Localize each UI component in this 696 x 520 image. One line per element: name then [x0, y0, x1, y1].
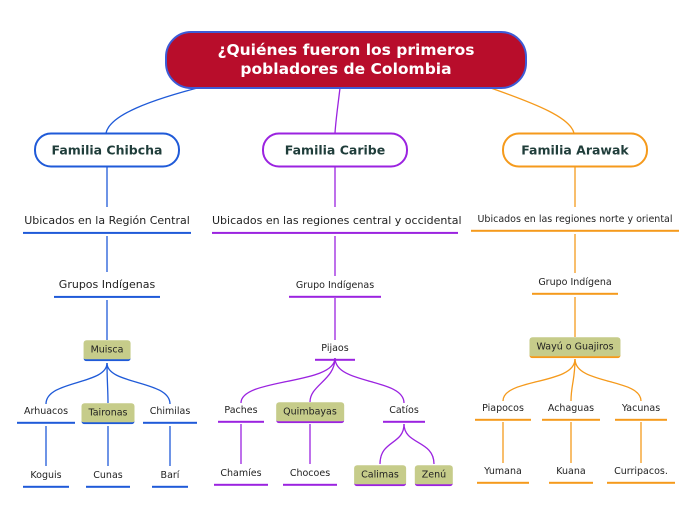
caribe-child-1[interactable]: Chamíes [214, 468, 268, 487]
arawak-group-label[interactable]: Grupo Indígena [532, 277, 618, 296]
root-topic[interactable]: ¿Quiénes fueron los primeros pobladores … [165, 31, 527, 89]
caribe-child-4[interactable]: Zenú [414, 465, 454, 487]
chibcha-child-1[interactable]: Koguis [23, 470, 69, 489]
caribe-group-label[interactable]: Grupo Indígenas [289, 280, 381, 299]
arawak-location[interactable]: Ubicados en las regiones norte y orienta… [471, 214, 679, 233]
chibcha-subgroup-1[interactable]: Arhuacos [17, 406, 75, 425]
arawak-subgroup-2[interactable]: Achaguas [542, 403, 600, 422]
family-arawak[interactable]: Familia Arawak [502, 132, 648, 168]
caribe-location[interactable]: Ubicados en las regiones central y occid… [212, 214, 462, 235]
caribe-subgroup-1[interactable]: Paches [218, 405, 264, 424]
caribe-subgroup-2[interactable]: Quimbayas [276, 402, 344, 424]
chibcha-child-2[interactable]: Cunas [86, 470, 130, 489]
arawak-child-3[interactable]: Curripacos. [607, 466, 675, 485]
chibcha-location[interactable]: Ubicados en la Región Central [23, 214, 191, 235]
chibcha-child-3[interactable]: Barí [152, 470, 188, 489]
chibcha-group-label[interactable]: Grupos Indígenas [54, 278, 160, 299]
family-caribe[interactable]: Familia Caribe [262, 132, 408, 168]
caribe-child-3[interactable]: Calimas [354, 465, 406, 487]
arawak-subgroup-3[interactable]: Yacunas [615, 403, 667, 422]
arawak-main-group[interactable]: Wayú o Guajiros [529, 337, 621, 359]
chibcha-subgroup-2[interactable]: Taironas [81, 403, 135, 425]
chibcha-main-group[interactable]: Muisca [83, 340, 131, 362]
caribe-main-group[interactable]: Pijaos [315, 343, 355, 362]
caribe-subgroup-3[interactable]: Catíos [383, 405, 425, 424]
family-chibcha[interactable]: Familia Chibcha [34, 132, 180, 168]
chibcha-subgroup-3[interactable]: Chimilas [143, 406, 197, 425]
arawak-child-1[interactable]: Yumana [477, 466, 529, 485]
caribe-child-2[interactable]: Chocoes [283, 468, 337, 487]
arawak-subgroup-1[interactable]: Piapocos [475, 403, 531, 422]
arawak-child-2[interactable]: Kuana [549, 466, 593, 485]
